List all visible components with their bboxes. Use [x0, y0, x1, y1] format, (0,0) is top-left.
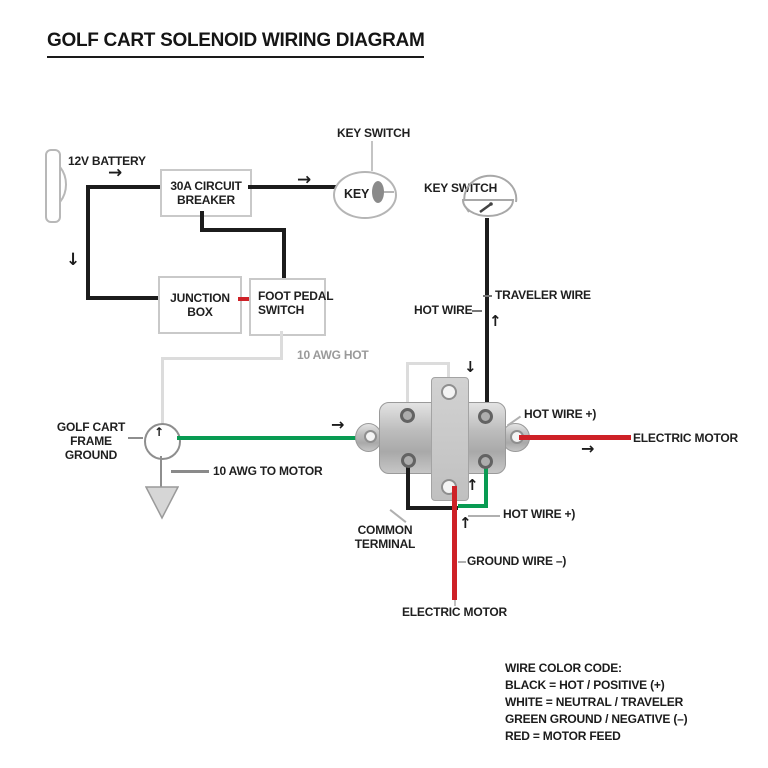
- arrow-right-icon: →: [331, 415, 345, 434]
- wire-common-horizontal: [406, 506, 458, 510]
- terminal-top-right: [478, 409, 493, 424]
- terminal-bottom-right: [478, 454, 493, 469]
- legend-line-white: WHITE = NEUTRAL / TRAVELER: [505, 695, 684, 709]
- battery-label: 12V BATTERY: [68, 154, 146, 168]
- arrow-down-icon: ↓: [464, 358, 477, 376]
- ground-wire-leader: [458, 561, 466, 563]
- arrow-right-icon: →: [297, 170, 312, 190]
- key-switch-icon: KEY: [333, 171, 397, 219]
- electric-motor-bottom-leader: [454, 599, 456, 606]
- wire-green-down: [484, 462, 488, 508]
- wire-battery-to-breaker: [86, 185, 164, 189]
- wire-breaker-to-key: [248, 185, 338, 189]
- circuit-breaker-box: 30A CIRCUIT BREAKER: [160, 169, 252, 217]
- key-label: KEY: [344, 187, 370, 201]
- wire-hot-traveler: [485, 218, 489, 418]
- wire-common-down: [406, 461, 410, 510]
- frame-ground-label: GOLF CART FRAME GROUND: [56, 420, 126, 462]
- legend-heading: WIRE COLOR CODE:: [505, 661, 622, 675]
- wire-awg-hot-horizontal: [161, 357, 283, 360]
- wire-awg-hot-down: [280, 331, 283, 360]
- awg-to-motor-label: 10 AWG TO MOTOR: [213, 464, 323, 478]
- key-switch-right-label: KEY SWITCH: [424, 181, 498, 195]
- traveler-leader: [483, 295, 492, 297]
- electric-motor-bottom-label: ELECTRIC MOTOR: [402, 605, 507, 619]
- wire-ground-green: [177, 436, 372, 440]
- wire-breaker-down: [200, 211, 204, 232]
- foot-pedal-switch-label: FOOT PEDAL SWITCH: [258, 289, 334, 317]
- legend-line-green: GREEN GROUND / NEGATIVE (–): [505, 712, 688, 726]
- arrow-up-icon: ↑: [489, 312, 502, 330]
- bracket-top-hole: [441, 384, 457, 400]
- legend-line-red: RED = MOTOR FEED: [505, 729, 621, 743]
- wire-junction-to-pedal: [238, 297, 251, 301]
- wire-white-left-leg: [406, 362, 409, 416]
- wire-color-code-legend: WIRE COLOR CODE: BLACK = HOT / POSITIVE …: [505, 660, 688, 745]
- arrow-right-icon: →: [581, 439, 595, 458]
- traveler-wire-label: TRAVELER WIRE: [495, 288, 591, 302]
- wire-awg-hot-to-ground: [161, 357, 164, 425]
- electric-motor-right-label: ELECTRIC MOTOR: [633, 431, 738, 445]
- wire-breaker-horizontal: [200, 228, 286, 232]
- wire-battery-down: [86, 185, 90, 300]
- foot-pedal-switch-box: [249, 278, 326, 336]
- ground-wire-label: GROUND WIRE –): [467, 554, 567, 568]
- left-ear-hole: [364, 430, 377, 443]
- junction-box: JUNCTION BOX: [158, 276, 242, 334]
- hot-wire-leader: [472, 310, 482, 312]
- terminal-top-left: [400, 408, 415, 423]
- awg-hot-label: 10 AWG HOT: [297, 348, 369, 362]
- wire-motor-feed-bottom: [452, 486, 457, 600]
- ground-stem-line: [160, 456, 162, 487]
- legend-line-black: BLACK = HOT / POSITIVE (+): [505, 678, 665, 692]
- frame-ground-leader: [128, 437, 143, 439]
- arrow-up-icon: ↑: [459, 514, 472, 532]
- arrow-up-icon: ↑: [466, 476, 479, 494]
- wire-motor-feed-right: [519, 435, 631, 440]
- junction-box-label: JUNCTION BOX: [170, 291, 230, 319]
- common-terminal-leader: [389, 509, 407, 523]
- hot-wire-plus-bottom-label: HOT WIRE +): [503, 507, 576, 521]
- common-terminal-label: COMMON TERMINAL: [354, 523, 416, 551]
- ground-triangle-icon: [145, 486, 179, 520]
- hot-wire-plus-right-label: HOT WIRE +): [524, 407, 597, 421]
- terminal-bottom-left: [401, 453, 416, 468]
- page-title: GOLF CART SOLENOID WIRING DIAGRAM: [47, 30, 425, 58]
- wire-white-right-leg: [447, 362, 450, 388]
- battery-icon: [45, 149, 67, 223]
- circuit-breaker-label: 30A CIRCUIT BREAKER: [170, 179, 242, 207]
- key-switch-left-label: KEY SWITCH: [337, 126, 411, 140]
- arrow-right-icon: →: [108, 163, 123, 183]
- wire-to-foot-pedal: [282, 228, 286, 280]
- frame-ground-circle-icon: [144, 423, 181, 460]
- hot-wire-label: HOT WIRE: [414, 303, 473, 317]
- arrow-down-icon: ↓: [66, 250, 81, 270]
- hot-wire-bottom-leader: [468, 515, 500, 517]
- arrow-up-icon: ↑: [154, 425, 165, 439]
- awg-to-motor-leader: [171, 470, 209, 473]
- wire-white-top: [406, 362, 450, 365]
- key-slot-icon: [372, 181, 384, 203]
- wire-green-horizontal: [458, 504, 488, 508]
- key-switch-leader-line: [371, 141, 373, 171]
- key-slot-tick: [384, 191, 394, 193]
- key-switch-dome-icon: [461, 174, 518, 217]
- wire-to-junction-box: [86, 296, 160, 300]
